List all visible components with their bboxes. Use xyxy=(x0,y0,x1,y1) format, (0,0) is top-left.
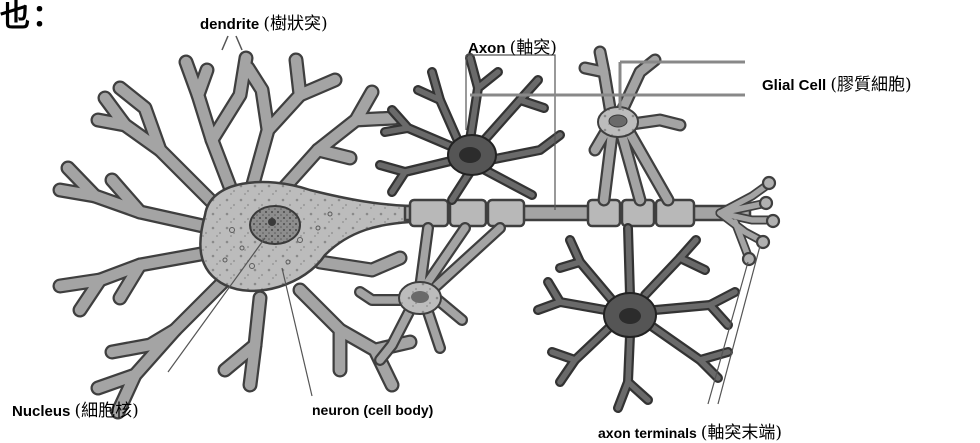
label-glial-cell-zh: (膠質細胞) xyxy=(830,75,911,95)
label-neuron-cell-body: neuron (cell body) xyxy=(312,402,433,418)
glial-cell-upper-left xyxy=(380,58,560,200)
label-axon-terminals-en: axon terminals xyxy=(598,425,697,441)
label-glial-cell-en: Glial Cell xyxy=(762,77,826,94)
label-nucleus: Nucleus (細胞核) xyxy=(12,396,139,421)
label-neuron-cell-body-en: neuron (cell body) xyxy=(312,402,433,418)
label-dendrite: dendrite (樹狀突) xyxy=(200,9,328,34)
glial-cell-lower-right xyxy=(538,228,735,408)
main-nucleus xyxy=(250,206,300,244)
label-nucleus-zh: (細胞核) xyxy=(75,401,139,421)
label-axon-terminals-zh: (軸突末端) xyxy=(701,423,782,443)
glial-cell-lower-left xyxy=(360,228,500,360)
label-axon-en: Axon xyxy=(468,40,506,57)
label-axon-terminals: axon terminals (軸突末端) xyxy=(598,418,782,443)
label-dendrite-en: dendrite xyxy=(200,16,259,33)
label-axon: Axon (軸突) xyxy=(468,33,557,58)
label-axon-zh: (軸突) xyxy=(510,38,557,58)
label-glial-cell: Glial Cell (膠質細胞) xyxy=(762,70,912,95)
label-dendrite-zh: (樹狀突) xyxy=(263,14,327,34)
glial-cell-upper-right xyxy=(585,52,680,200)
label-nucleus-en: Nucleus xyxy=(12,403,70,420)
